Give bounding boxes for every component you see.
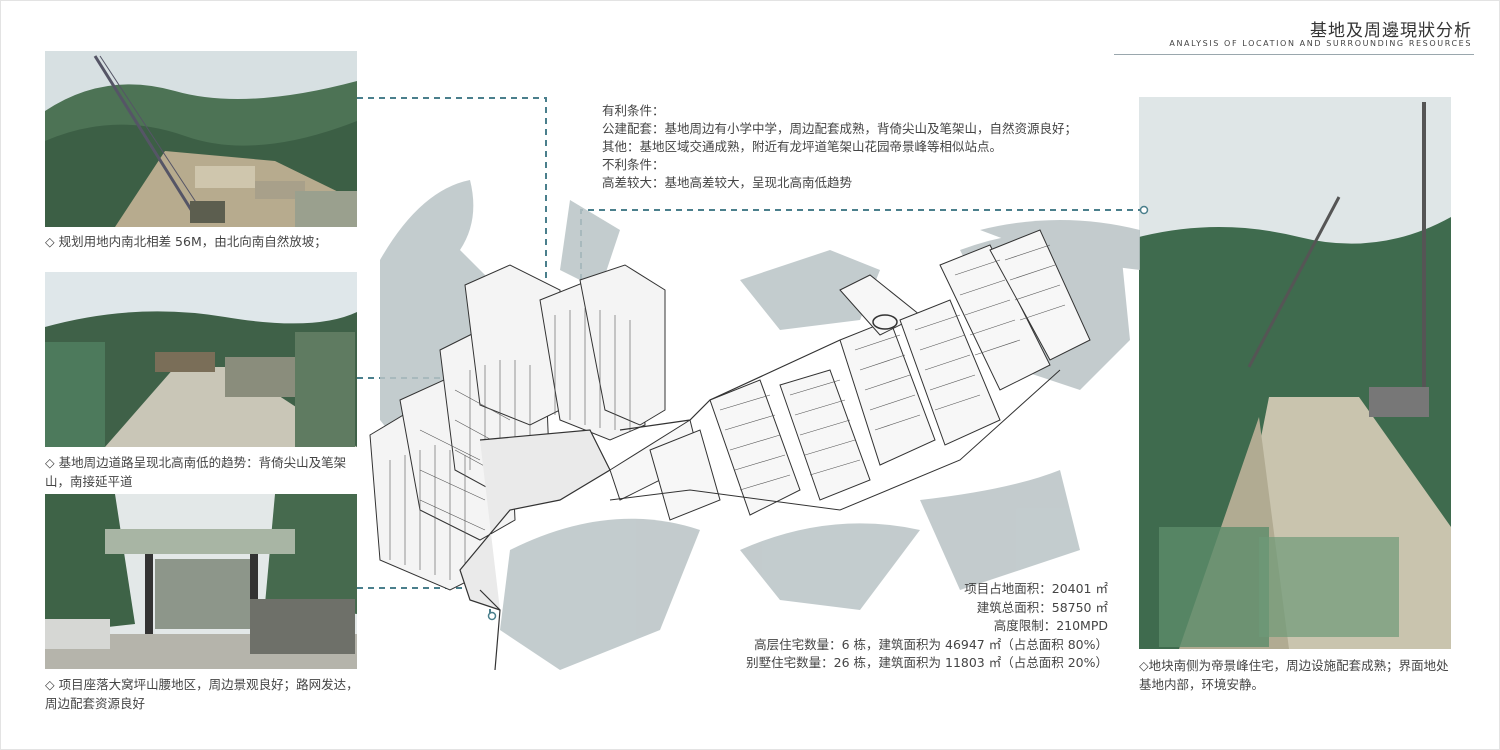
photo-caption-2: ◇ 基地周边道路呈现北高南低的趋势：背倚尖山及笔架山，南接延平道 xyxy=(45,455,347,489)
podium xyxy=(459,429,611,611)
site-plan-axonometric xyxy=(360,170,1140,671)
site-photo-south xyxy=(1139,97,1451,649)
unfavorable-heading: 不利条件： xyxy=(602,157,665,172)
stat-highrise: 高层住宅数量：6 栋，建筑面积为 46947 ㎡（占总面积 80%） xyxy=(754,636,1108,652)
favorable-item-2: 其他：基地区域交通成熟，附近有龙坪道笔架山花园帝景峰等相似站点。 xyxy=(602,139,1003,154)
terrain-3 xyxy=(740,250,880,330)
site-photo-entrance xyxy=(45,494,357,669)
terrain-7 xyxy=(920,470,1080,590)
photo-caption-4: ◇地块南侧为帝景峰住宅，周边设施配套成熟；界面地处基地内部，环境安静。 xyxy=(1139,658,1449,692)
site-conditions: 有利条件： 公建配套：基地周边有小学中学，周边配套成熟，背倚尖山及笔架山，自然资… xyxy=(602,102,1077,192)
villa-cluster xyxy=(649,229,1091,521)
photo-caption-3: ◇ 项目座落大窝坪山腰地区，周边景观良好；路网发达，周边配套资源良好 xyxy=(45,677,359,711)
terrain-5 xyxy=(500,518,700,670)
project-stats: 项目占地面积：20401 ㎡ 建筑总面积：58750 ㎡ 高度限制：210MPD… xyxy=(746,580,1108,673)
favorable-heading: 有利条件： xyxy=(602,103,665,118)
stat-villa: 别墅住宅数量：26 栋，建筑面积为 11803 ㎡（占总面积 20%） xyxy=(746,655,1108,670)
title-divider xyxy=(1114,54,1474,55)
page-title: 基地及周邊現狀分析 xyxy=(1310,21,1472,41)
terrain-6 xyxy=(740,523,920,610)
stat-site-area: 项目占地面积：20401 ㎡ xyxy=(964,581,1108,596)
tower-4 xyxy=(464,264,561,426)
stat-height-limit: 高度限制：210MPD xyxy=(993,618,1108,633)
site-photo-road xyxy=(45,272,357,447)
stat-gfa: 建筑总面积：58750 ㎡ xyxy=(976,599,1108,615)
unfavorable-item-1: 高差较大：基地高差较大，呈现北高南低趋势 xyxy=(602,175,853,190)
favorable-item-1: 公建配套：基地周边有小学中学，周边配套成熟，背倚尖山及笔架山，自然资源良好； xyxy=(602,121,1078,136)
page-subtitle: Analysis of location and surrounding res… xyxy=(1169,39,1472,48)
terrain-2 xyxy=(560,200,620,290)
terrain-8 xyxy=(980,220,1140,270)
tower-6 xyxy=(579,264,666,426)
site-photo-north xyxy=(45,51,357,227)
photo-caption-1: ◇ 规划用地内南北相差 56M，由北向南自然放坡； xyxy=(45,234,327,249)
